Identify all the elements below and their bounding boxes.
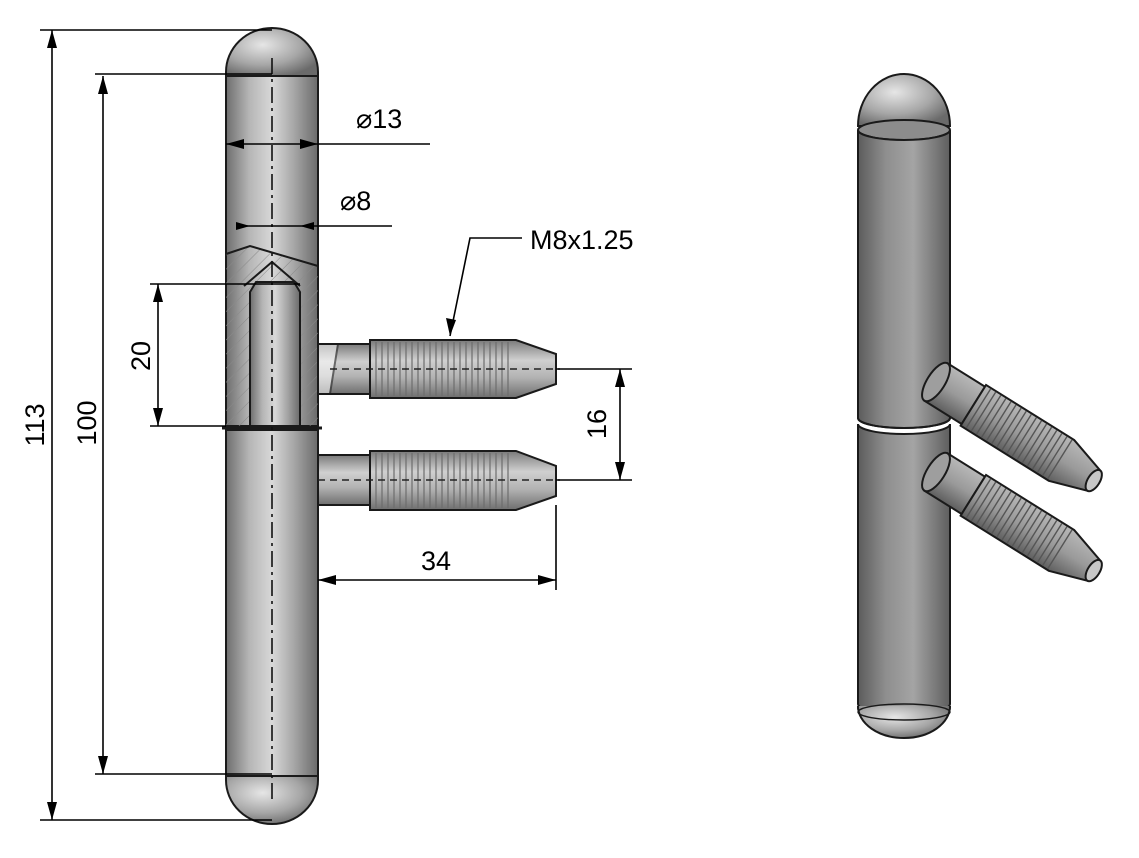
top-cap (225, 27, 319, 77)
iso-lower-pin (921, 451, 1103, 583)
iso-top-cap (856, 73, 952, 127)
thread-spec-label: M8x1.25 (530, 225, 634, 255)
diameter-symbol: ⌀ (356, 104, 372, 134)
lower-pin (317, 450, 560, 511)
upper-pin (317, 339, 560, 399)
dim-pin-spacing: 16 (582, 409, 612, 439)
front-view: 113 100 ⌀13 ⌀8 20 M8x1.25 (20, 27, 634, 825)
dim-outer-diameter: ⌀13 (356, 104, 402, 134)
bottom-cap (225, 775, 319, 825)
isometric-view (856, 73, 1103, 739)
bore (249, 281, 301, 427)
dim-pin-length: 34 (421, 546, 451, 576)
outer-diameter-value: 13 (372, 104, 402, 134)
diameter-symbol: ⌀ (340, 186, 356, 216)
dim-overall-length: 113 (20, 403, 50, 446)
dim-bore-depth: 20 (126, 341, 156, 371)
inner-diameter-value: 8 (356, 186, 371, 216)
dim-inner-diameter: ⌀8 (340, 186, 371, 216)
dim-body-length: 100 (72, 400, 102, 445)
iso-upper-pin (921, 361, 1103, 493)
